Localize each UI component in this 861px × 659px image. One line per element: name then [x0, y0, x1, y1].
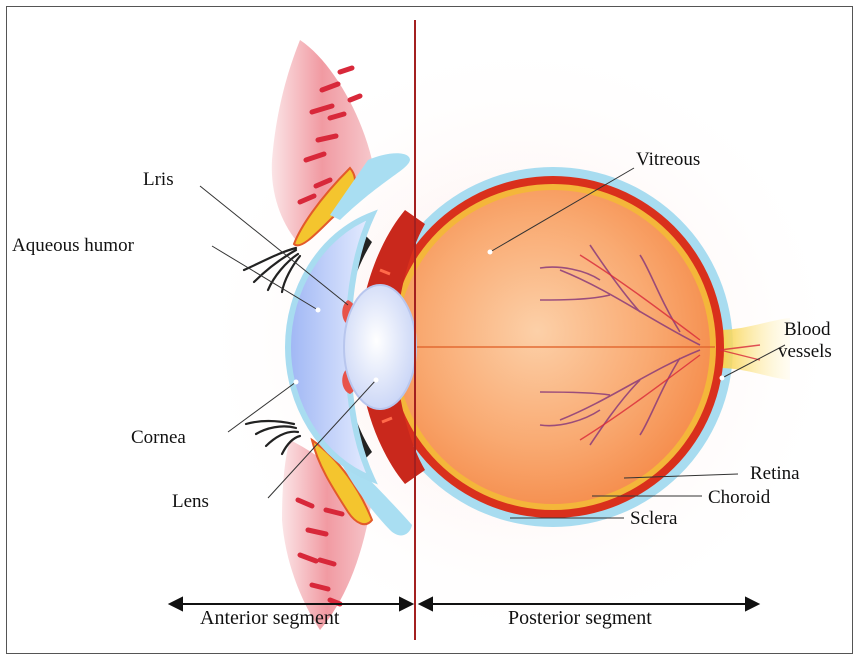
label-sclera: Sclera: [630, 509, 677, 528]
label-retina: Retina: [750, 464, 800, 483]
label-blood-vessels-line1: Blood: [784, 320, 830, 339]
label-lens: Lens: [172, 492, 209, 511]
label-blood-vessels-line2: vessels: [778, 342, 832, 361]
label-aqueous-humor: Aqueous humor: [12, 236, 134, 255]
label-vitreous: Vitreous: [636, 150, 700, 169]
label-anterior-segment: Anterior segment: [200, 608, 339, 628]
label-posterior-segment: Posterior segment: [508, 608, 652, 628]
label-iris: Lris: [143, 170, 174, 189]
label-cornea: Cornea: [131, 428, 186, 447]
lens: [344, 285, 416, 409]
label-choroid: Choroid: [708, 488, 770, 507]
